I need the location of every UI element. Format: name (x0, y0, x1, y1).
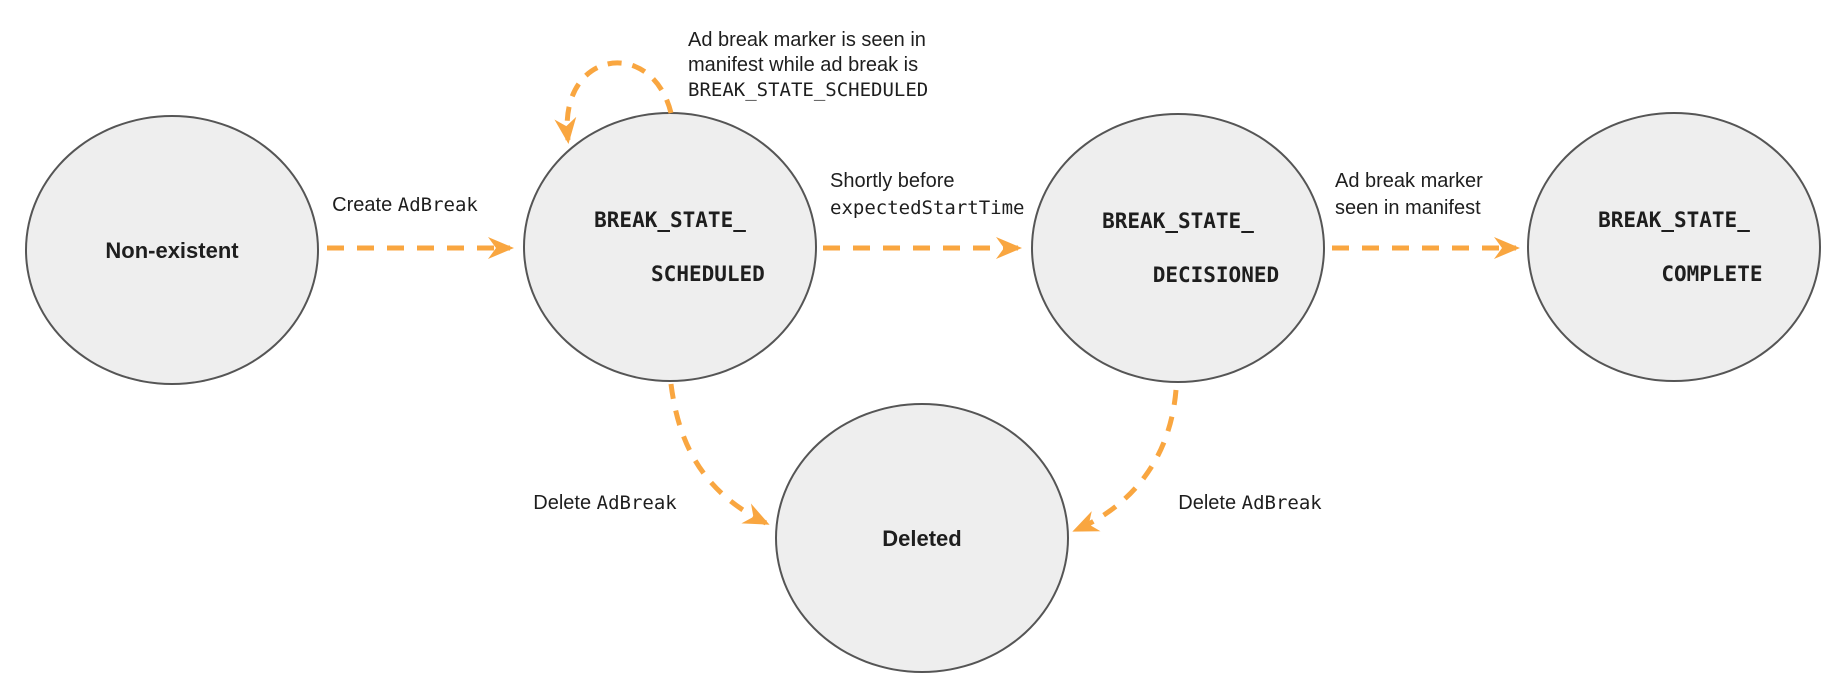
state-node-break-state-decisioned: BREAK_STATE_ DECISIONED (1031, 113, 1325, 383)
state-label-non-existent: Non-existent (105, 237, 239, 263)
state-label-deleted: Deleted (882, 525, 962, 551)
transition-label-delete-adbreak-left: Delete AdBreak (533, 492, 677, 514)
state-node-non-existent: Non-existent (25, 115, 319, 385)
state-label-break-state-complete: BREAK_STATE_ COMPLETE (1598, 207, 1763, 286)
transition-label-delete-adbreak-right: Delete AdBreak (1178, 492, 1322, 514)
state-label-break-state-decisioned: BREAK_STATE_ DECISIONED (1102, 208, 1280, 287)
transition-label-create-adbreak: Create AdBreak (332, 194, 478, 216)
state-label-break-state-scheduled: BREAK_STATE_ SCHEDULED (594, 207, 765, 286)
state-node-deleted: Deleted (775, 403, 1069, 673)
state-node-break-state-scheduled: BREAK_STATE_ SCHEDULED (523, 112, 817, 382)
state-node-break-state-complete: BREAK_STATE_ COMPLETE (1527, 112, 1821, 382)
